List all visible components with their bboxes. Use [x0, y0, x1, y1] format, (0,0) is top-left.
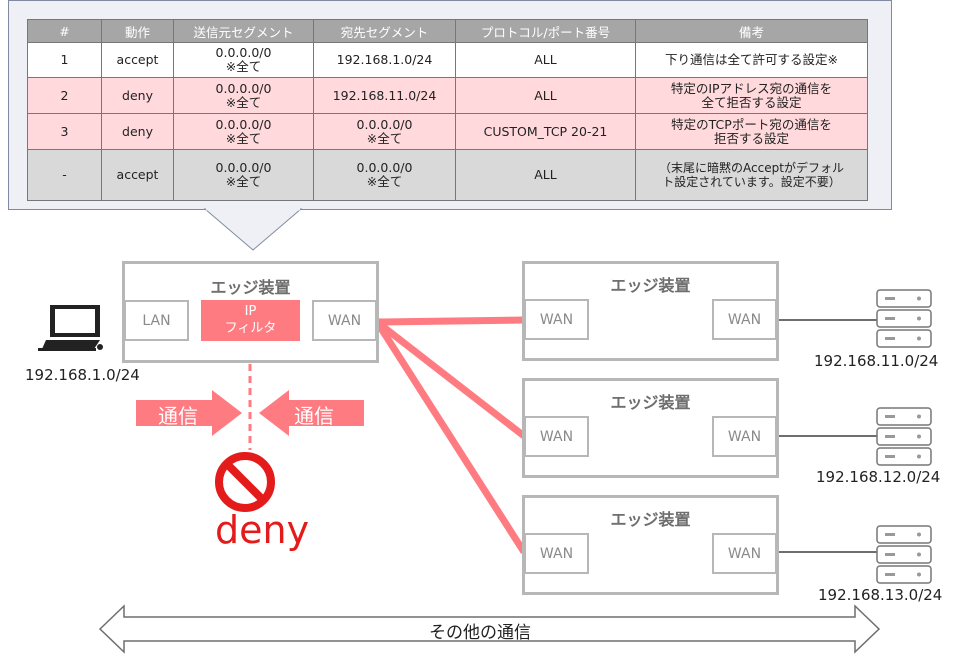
col-header-destination: 宛先セグメント: [313, 19, 456, 43]
acl-table: # 動作 送信元セグメント 宛先セグメント プロトコル/ポート番号 備考 1 a…: [27, 19, 868, 201]
subnet-remote-1-label: 192.168.11.0/24: [814, 352, 939, 370]
ip-filter-line1: IP: [244, 304, 257, 319]
cell-destination: 0.0.0.0/0※全て: [313, 149, 456, 201]
wan-port-remote-3b: WAN: [712, 533, 777, 574]
other-traffic-label: その他の通信: [429, 623, 531, 643]
cell-destination: 0.0.0.0/0※全て: [313, 113, 456, 150]
cell-no: -: [27, 149, 102, 201]
server-icon: [876, 407, 932, 466]
cell-no: 2: [27, 77, 102, 114]
subnet-local-label: 192.168.1.0/24: [25, 366, 140, 384]
cell-no: 3: [27, 113, 102, 150]
table-row: - accept 0.0.0.0/0※全て 0.0.0.0/0※全て ALL （…: [27, 149, 868, 201]
cell-destination: 192.168.1.0/24: [313, 42, 456, 78]
cell-protocol: ALL: [455, 149, 636, 201]
cell-protocol: CUSTOM_TCP 20-21: [455, 113, 636, 150]
edge-device-title: エッジ装置: [610, 510, 691, 529]
pc-icon: [38, 305, 103, 351]
edge-device-title: エッジ装置: [210, 278, 291, 297]
cell-source: 0.0.0.0/0※全て: [173, 149, 314, 201]
table-row: 2 deny 0.0.0.0/0※全て 192.168.11.0/24 ALL …: [27, 77, 868, 114]
wan-link-2: [374, 319, 527, 439]
cell-note: 下り通信は全て許可する設定※: [635, 42, 868, 78]
other-traffic-arrow: [98, 604, 881, 654]
subnet-remote-2-label: 192.168.12.0/24: [816, 468, 941, 486]
lan-port: LAN: [124, 300, 189, 341]
cell-action: deny: [101, 77, 174, 114]
server-icon: [876, 289, 932, 348]
wan-link-1: [376, 316, 525, 326]
subnet-remote-3-label: 192.168.13.0/24: [818, 586, 943, 604]
traffic-label-right: 通信: [294, 404, 334, 428]
wan-port-remote-2a: WAN: [524, 416, 589, 457]
server-icon: [876, 525, 932, 584]
wan-port-remote-3a: WAN: [524, 533, 589, 574]
wan-port-remote-2b: WAN: [712, 416, 777, 457]
prohibited-icon: [215, 452, 275, 512]
ip-filter-line2: フィルタ: [224, 321, 277, 336]
cell-source: 0.0.0.0/0※全て: [173, 77, 314, 114]
wan-link-3: [374, 320, 527, 554]
wan-port-local: WAN: [312, 300, 377, 341]
table-row: 1 accept 0.0.0.0/0※全て 192.168.1.0/24 ALL…: [27, 42, 868, 78]
cell-destination: 192.168.11.0/24: [313, 77, 456, 114]
cell-action: accept: [101, 42, 174, 78]
traffic-arrow-left: [259, 390, 364, 436]
cell-action: deny: [101, 113, 174, 150]
col-header-source: 送信元セグメント: [173, 19, 314, 43]
cell-source: 0.0.0.0/0※全て: [173, 113, 314, 150]
wan-port-remote-1a: WAN: [524, 299, 589, 340]
col-header-no: #: [27, 19, 102, 43]
edge-device-title: エッジ装置: [610, 276, 691, 295]
deny-label: deny: [215, 508, 310, 552]
col-header-action: 動作: [101, 19, 174, 43]
cell-action: accept: [101, 149, 174, 201]
table-header-row: # 動作 送信元セグメント 宛先セグメント プロトコル/ポート番号 備考: [27, 19, 868, 43]
edge-device-title: エッジ装置: [610, 393, 691, 412]
cell-no: 1: [27, 42, 102, 78]
traffic-arrow-right: [136, 390, 242, 436]
cell-note: 特定のIPアドレス宛の通信を全て拒否する設定: [635, 77, 868, 114]
traffic-label-left: 通信: [158, 404, 198, 428]
cell-note: （末尾に暗黙のAcceptがデフォルト設定されています。設定不要）: [635, 149, 868, 201]
wan-port-remote-1b: WAN: [712, 299, 777, 340]
cell-protocol: ALL: [455, 77, 636, 114]
ip-filter: IP フィルタ: [201, 300, 300, 341]
cell-protocol: ALL: [455, 42, 636, 78]
